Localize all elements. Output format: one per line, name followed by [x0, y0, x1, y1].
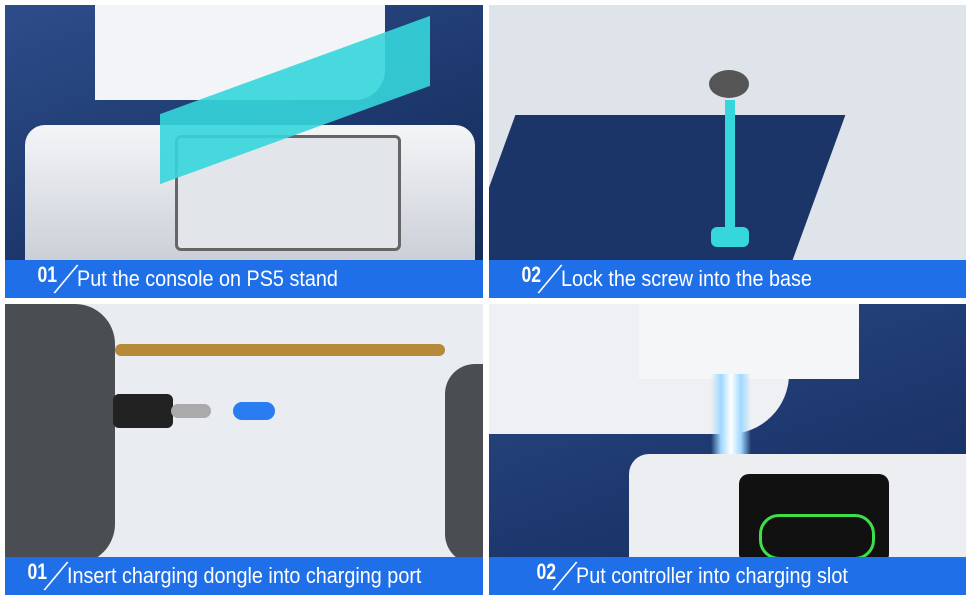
- dongle-plug: [171, 404, 211, 418]
- step-number: 02: [536, 559, 557, 584]
- screw-head: [711, 227, 749, 247]
- step-caption: 01 Insert charging dongle into charging p…: [5, 557, 483, 595]
- usb-c-port-icon: [233, 402, 275, 420]
- step-panel-charging-slot: 02 Put controller into charging slot: [489, 304, 966, 595]
- dock-display: [739, 474, 889, 564]
- step-caption: 02 Put controller into charging slot: [489, 557, 966, 595]
- slash-divider: [44, 561, 69, 591]
- screw-icon: [725, 100, 735, 230]
- base-opening: [489, 115, 846, 260]
- gamepad-icon: [759, 514, 875, 560]
- step-text: Put the console on PS5 stand: [77, 266, 339, 291]
- step-panel-screw: 02 Lock the screw into the base: [489, 5, 966, 298]
- controller-trim: [115, 344, 445, 356]
- step-number: 01: [27, 559, 48, 584]
- screw-hole: [709, 70, 749, 98]
- step-text: Put controller into charging slot: [576, 563, 849, 588]
- charging-dongle-icon: [113, 394, 173, 428]
- slash-divider: [538, 264, 563, 294]
- slash-divider: [553, 561, 578, 591]
- step-text: Lock the screw into the base: [561, 266, 813, 291]
- charging-lightning-icon: [711, 374, 751, 469]
- step-caption: 02 Lock the screw into the base: [489, 260, 966, 298]
- controller-body: [639, 304, 859, 379]
- step-text: Insert charging dongle into charging por…: [67, 563, 422, 588]
- step-panel-dongle: 01 Insert charging dongle into charging p…: [5, 304, 483, 595]
- step-caption: 01 Put the console on PS5 stand: [5, 260, 483, 298]
- slash-divider: [54, 264, 79, 294]
- step-number: 02: [521, 262, 542, 287]
- step-panel-console-stand: 01 Put the console on PS5 stand: [5, 5, 483, 298]
- controller-grip-right: [445, 364, 483, 564]
- step-number: 01: [37, 262, 58, 287]
- controller-grip-left: [5, 304, 115, 564]
